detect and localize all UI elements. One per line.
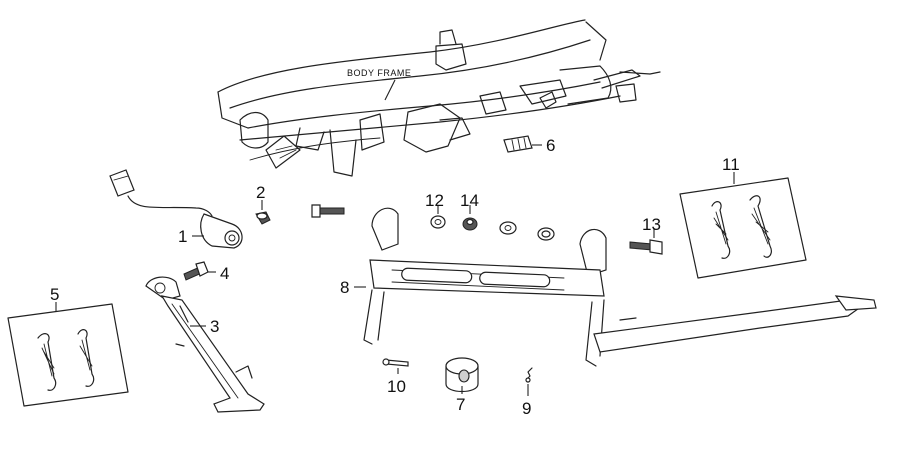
frame-bolt	[311, 204, 345, 218]
callout-3: 3	[210, 317, 219, 336]
callout-2: 2	[256, 183, 265, 202]
part-3-side-stand	[145, 276, 265, 413]
frame-leader	[384, 79, 396, 101]
part-11-springs-box	[679, 177, 807, 279]
callout-11: 11	[722, 155, 740, 174]
part-9-cotter-pin	[525, 367, 533, 383]
callout-7: 7	[456, 395, 465, 414]
part-8-main-stand	[363, 207, 877, 367]
body-frame	[217, 19, 661, 177]
callout-6: 6	[546, 136, 555, 155]
part-13-bolt	[629, 239, 663, 255]
callout-12: 12	[425, 191, 444, 210]
part-10-pin	[382, 358, 409, 367]
part-12-washer	[430, 215, 446, 229]
part-4-bolt	[183, 261, 209, 281]
callout-8: 8	[340, 278, 349, 297]
part-1-sensor	[109, 169, 243, 249]
part-14-nut	[462, 217, 478, 231]
callout-5: 5	[50, 285, 59, 304]
part-5-springs-box	[7, 303, 129, 407]
callout-9: 9	[522, 399, 531, 418]
part-6-connector	[503, 135, 533, 153]
bushings	[499, 221, 555, 241]
callout-10: 10	[387, 377, 406, 396]
callout-14: 14	[460, 191, 479, 210]
part-7-stopper	[445, 357, 479, 393]
callout-1: 1	[178, 227, 187, 246]
body-frame-label: BODY FRAME	[347, 68, 411, 78]
part-2-bolt	[255, 211, 271, 225]
callout-4: 4	[220, 264, 229, 283]
callout-13: 13	[642, 215, 661, 234]
